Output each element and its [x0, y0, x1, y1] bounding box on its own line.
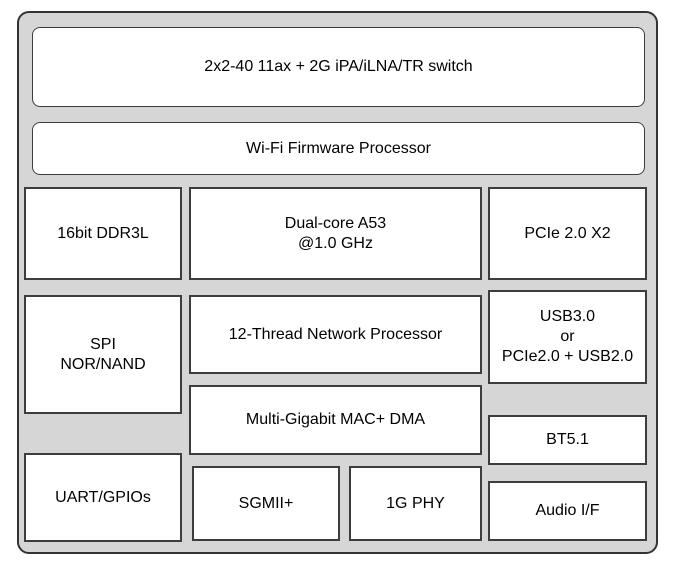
- block-pcie: PCIe 2.0 X2: [488, 187, 647, 280]
- block-uart-gpios: UART/GPIOs: [24, 453, 182, 542]
- block-ddr3l: 16bit DDR3L: [24, 187, 182, 280]
- block-1g-phy: 1G PHY: [349, 466, 482, 541]
- soc-diagram-panel: 2x2-40 11ax + 2G iPA/iLNA/TR switch Wi-F…: [17, 11, 658, 554]
- block-wifi-firmware-processor: Wi-Fi Firmware Processor: [32, 122, 645, 175]
- block-sgmii: SGMII+: [192, 466, 340, 541]
- block-usb-pcie: USB3.0 or PCIe2.0 + USB2.0: [488, 290, 647, 384]
- block-spi-nor-nand: SPI NOR/NAND: [24, 295, 182, 414]
- block-network-processor: 12-Thread Network Processor: [189, 295, 482, 374]
- block-mac-dma: Multi-Gigabit MAC+ DMA: [189, 385, 482, 455]
- block-rf-switch: 2x2-40 11ax + 2G iPA/iLNA/TR switch: [32, 27, 645, 107]
- block-audio-interface: Audio I/F: [488, 481, 647, 541]
- block-dual-core-a53: Dual-core A53 @1.0 GHz: [189, 187, 482, 280]
- block-bluetooth: BT5.1: [488, 415, 647, 465]
